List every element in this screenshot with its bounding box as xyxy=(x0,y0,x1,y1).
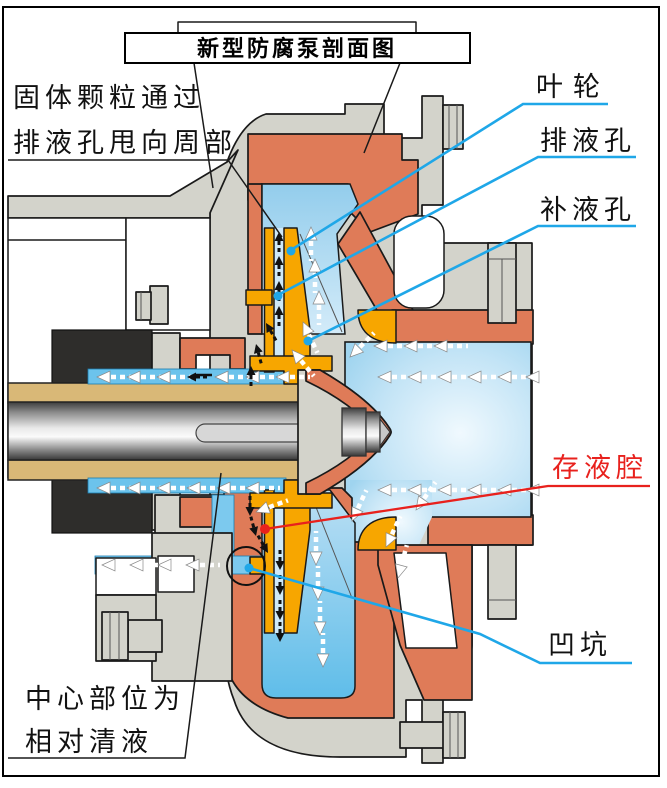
foot-cutout xyxy=(157,555,195,593)
stud-bottom xyxy=(487,544,517,620)
annotation-center-line2: 相对清液 xyxy=(25,727,153,757)
shroud-edge-top xyxy=(299,233,343,333)
impeller-nut xyxy=(365,411,381,453)
storage-chamber-leader xyxy=(264,484,650,531)
gland-bolt-head xyxy=(135,291,152,321)
gland-bolt-plate xyxy=(149,285,169,325)
shaft-tip xyxy=(379,417,391,448)
annotation-solid-particles-line2: 排液孔甩向周部 xyxy=(13,128,237,158)
pit-circle xyxy=(226,546,266,586)
storage-chamber-dot xyxy=(260,524,270,534)
pit-leader xyxy=(248,566,632,665)
casing-void-top xyxy=(393,215,445,309)
shaft-end xyxy=(341,407,367,457)
center-annotation-leader xyxy=(8,472,222,759)
label-pit: 凹坑 xyxy=(548,630,612,660)
refill-hole-dot xyxy=(303,336,313,346)
foot-bolt-shank xyxy=(127,619,163,653)
label-storage-chamber: 存液腔 xyxy=(552,453,648,483)
shaft-sleeve-bottom xyxy=(7,459,301,481)
impeller-dot xyxy=(286,246,296,256)
solid-particles-leader xyxy=(8,159,283,238)
foot-bolt-head xyxy=(101,611,129,661)
annotation-solid-particles-line1: 固体颗粒通过 xyxy=(13,83,205,113)
label-drain-hole: 排液孔 xyxy=(540,126,636,156)
fasteners xyxy=(399,104,517,759)
title-box xyxy=(124,32,471,64)
label-impeller: 叶轮 xyxy=(536,72,610,102)
drain-bolt-shank xyxy=(399,721,445,749)
pit-dot xyxy=(244,563,254,573)
annotation-center-line1: 中心部位为 xyxy=(25,684,185,714)
title-leader-left xyxy=(193,62,214,189)
drain-hole-dot xyxy=(273,291,283,301)
foot-block xyxy=(151,532,233,682)
shroud-edge-bottom xyxy=(309,491,353,599)
refill-hole-leader xyxy=(307,224,636,343)
label-refill-hole: 补液孔 xyxy=(540,195,636,225)
callouts: 固体颗粒通过 排液孔甩向周部 叶轮 排液孔 补液孔 存液腔 凹坑 中心部位为 相… xyxy=(8,72,650,759)
impeller-wear-ring-top xyxy=(245,289,273,306)
diagram-title: 新型防腐泵剖面图 xyxy=(197,36,397,61)
shaft-sleeve-top xyxy=(7,382,301,404)
flow-arrows-black xyxy=(185,230,286,644)
title-leader-right xyxy=(363,62,401,154)
impeller-leader xyxy=(290,102,608,252)
drain-bolt-head xyxy=(442,711,466,759)
lining-suction-bottom xyxy=(427,514,534,546)
drain-hole-leader xyxy=(277,155,636,297)
